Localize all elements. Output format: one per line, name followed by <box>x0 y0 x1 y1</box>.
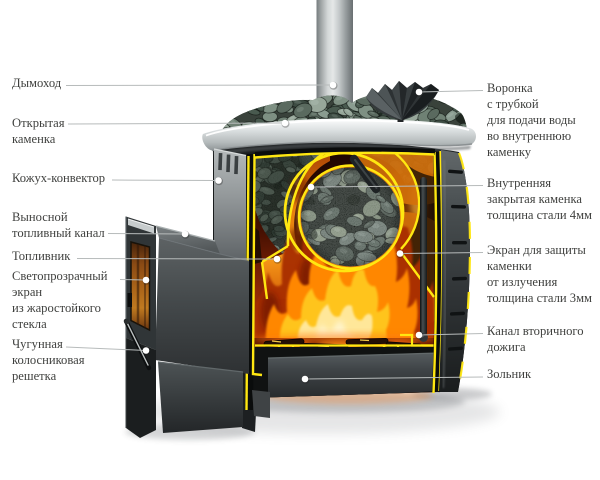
vent-slits-right <box>447 169 467 351</box>
top-rim <box>202 118 477 156</box>
cutaway-interior <box>251 150 437 398</box>
vent-slits-left <box>218 152 239 175</box>
fuel-channel-box <box>123 216 250 438</box>
afterburn-tube <box>419 177 428 342</box>
funnel-pleats <box>366 81 439 120</box>
screen-arc-right <box>394 152 421 250</box>
door-handle <box>123 318 152 371</box>
stove-door <box>125 216 156 350</box>
door-glass <box>131 242 150 330</box>
fire <box>256 214 436 348</box>
right-shell <box>439 150 472 392</box>
ash-pan <box>267 352 437 398</box>
